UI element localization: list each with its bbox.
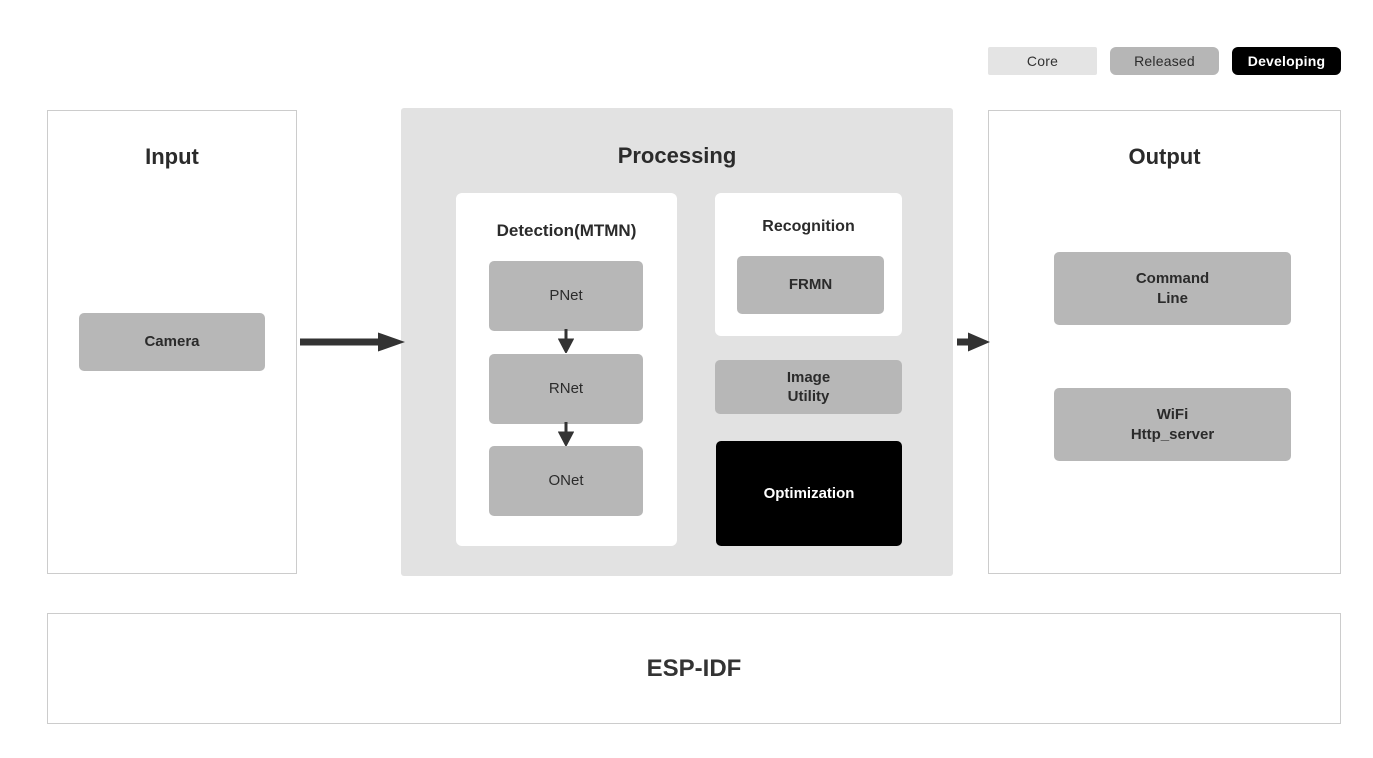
block-wifi-http-server: WiFi Http_server bbox=[1054, 388, 1291, 461]
panel-espidf-title: ESP-IDF bbox=[646, 654, 742, 682]
block-camera: Camera bbox=[79, 313, 265, 371]
arrow-processing-to-output-icon bbox=[957, 332, 990, 352]
block-frmn-label: FRMN bbox=[788, 276, 833, 294]
block-optimization-label: Optimization bbox=[763, 484, 855, 502]
block-rnet: RNet bbox=[489, 354, 643, 424]
arrow-rnet-to-onet-icon bbox=[558, 422, 574, 446]
panel-espidf: ESP-IDF bbox=[47, 613, 1341, 724]
legend-chip-released: Released bbox=[1110, 47, 1219, 75]
card-detection: Detection(MTMN) PNet RNet ONet bbox=[456, 193, 677, 546]
legend: Core Released Developing bbox=[988, 47, 1341, 75]
block-wifi-http-server-label-line1: WiFi bbox=[1156, 406, 1189, 424]
block-wifi-http-server-label-line2: Http_server bbox=[1130, 425, 1215, 443]
panel-output-title: Output bbox=[1128, 144, 1201, 169]
block-command-line-label-line2: Line bbox=[1157, 289, 1188, 307]
panel-input-title: Input bbox=[145, 144, 199, 169]
block-command-line-label-line1: Command bbox=[1135, 270, 1210, 288]
block-frmn: FRMN bbox=[737, 256, 884, 314]
arrow-input-to-processing-icon bbox=[300, 332, 405, 352]
block-rnet-label: RNet bbox=[548, 380, 584, 398]
block-pnet-label: PNet bbox=[549, 287, 583, 305]
block-image-utility: Image Utility bbox=[715, 360, 902, 414]
panel-processing-title: Processing bbox=[617, 143, 737, 168]
block-camera-label: Camera bbox=[144, 333, 200, 351]
block-image-utility-label-line1: Image bbox=[786, 368, 831, 386]
block-pnet: PNet bbox=[489, 261, 643, 331]
legend-chip-label: Developing bbox=[1247, 53, 1326, 69]
arrow-pnet-to-rnet-icon bbox=[558, 329, 574, 353]
panel-output: Output bbox=[988, 110, 1341, 574]
block-onet-label: ONet bbox=[548, 472, 584, 490]
legend-chip-developing: Developing bbox=[1232, 47, 1341, 75]
legend-chip-core: Core bbox=[988, 47, 1097, 75]
card-detection-title: Detection(MTMN) bbox=[496, 221, 637, 240]
legend-chip-label: Core bbox=[1026, 53, 1059, 69]
card-recognition-title: Recognition bbox=[762, 218, 855, 235]
block-onet: ONet bbox=[489, 446, 643, 516]
legend-chip-label: Released bbox=[1134, 53, 1195, 69]
block-optimization: Optimization bbox=[716, 441, 902, 546]
card-recognition: Recognition FRMN bbox=[715, 193, 902, 336]
block-command-line: Command Line bbox=[1054, 252, 1291, 325]
block-image-utility-label-line2: Utility bbox=[787, 388, 830, 405]
